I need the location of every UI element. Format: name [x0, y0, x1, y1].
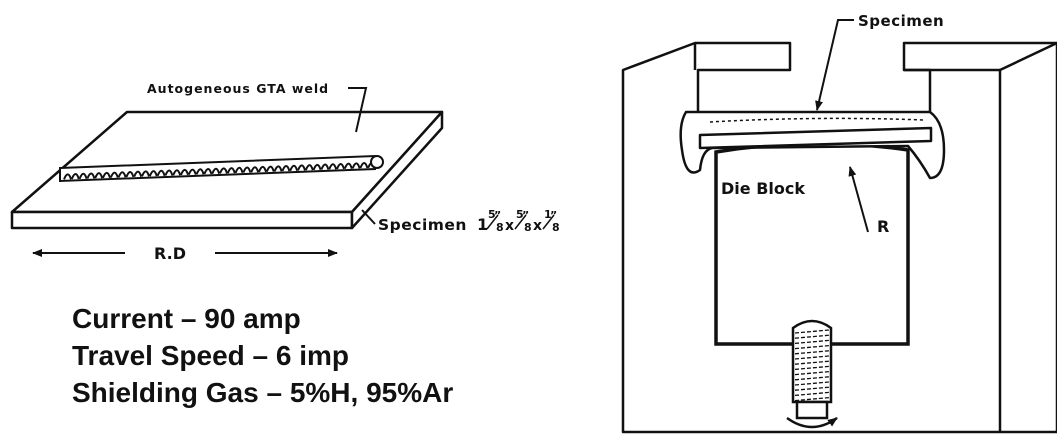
welding-parameters: Current – 90 amp Travel Speed – 6 imp Sh… — [72, 300, 453, 411]
dimension-2-fraction-bar — [514, 214, 527, 230]
weld-bead — [59, 154, 384, 183]
weld-ripple — [343, 162, 353, 170]
weld-ripple — [148, 170, 158, 177]
weld-ripple — [70, 173, 80, 180]
weld-ripple — [78, 172, 88, 180]
weld-ripple — [156, 169, 166, 177]
weld-ripple — [289, 164, 299, 172]
weld-specimen-diagram: Autogeneous GTA weld Specimen 1 5 ” 8 x … — [10, 81, 560, 263]
weld-ripple — [336, 162, 345, 170]
weld-ripple — [102, 171, 111, 179]
weld-ripple — [234, 166, 244, 174]
weld-ripple — [141, 170, 150, 177]
weld-ripple — [164, 169, 174, 176]
weld-ripple — [195, 168, 205, 175]
bent-specimen — [679, 110, 946, 180]
weld-ripple — [312, 163, 322, 171]
weld-ripple — [281, 165, 291, 172]
weld-ripple — [125, 170, 135, 178]
weld-ripple — [258, 165, 267, 173]
weld-ripple — [219, 167, 228, 174]
weld-ripple — [86, 172, 96, 179]
die-block — [714, 141, 910, 346]
dimension-whole: 1 — [477, 215, 488, 234]
weld-label: Autogeneous GTA weld — [147, 81, 329, 96]
weld-ripple — [211, 167, 221, 175]
dimension-separator-1: x — [505, 218, 514, 234]
specimen-leader-arrow — [815, 19, 854, 111]
travel-speed-parameter: Travel Speed – 6 imp — [72, 340, 350, 371]
dimension-3-numerator: 1 — [544, 208, 552, 221]
weld-ripple — [172, 169, 182, 176]
dimension-2-numerator: 5 — [516, 208, 524, 221]
weld-ripple — [109, 171, 119, 178]
shielding-gas-parameter: Shielding Gas – 5%H, 95%Ar — [72, 377, 454, 408]
dimension-3-fraction-bar — [542, 214, 555, 230]
weld-ripple — [297, 164, 306, 171]
weld-ripple — [359, 162, 369, 169]
weld-ripple — [180, 168, 189, 176]
dimension-1-numerator: 5 — [488, 208, 496, 221]
rolling-direction-label: R.D — [154, 244, 186, 263]
die-block-label: Die Block — [721, 179, 805, 198]
fixture-specimen-label: Specimen — [858, 12, 944, 30]
weld-ripple — [226, 167, 236, 174]
radius-arrow — [848, 166, 869, 233]
weld-ripple — [273, 165, 283, 172]
specimen-dimension-label: Specimen 1 5 ” 8 x 5 ” 8 x 1 ” 8 — [378, 208, 560, 234]
specimen-label: Specimen — [378, 216, 467, 234]
weld-ripple — [187, 168, 197, 175]
dimension-3-denominator: 8 — [552, 221, 560, 234]
specimen-leader-line — [361, 209, 376, 225]
weld-ripple — [203, 167, 213, 175]
weld-ripple — [250, 166, 260, 173]
weld-ripple — [265, 165, 275, 173]
weld-ripple — [351, 162, 361, 169]
dimension-separator-2: x — [533, 218, 542, 234]
weld-ripple — [117, 171, 127, 178]
dimension-1-denominator: 8 — [496, 221, 504, 234]
weld-ripple — [94, 172, 104, 179]
loading-screw — [786, 319, 838, 429]
current-parameter: Current – 90 amp — [72, 303, 301, 334]
weld-ripple — [304, 164, 314, 171]
radius-label: R — [877, 217, 889, 236]
weld-ripple — [320, 163, 330, 170]
weld-ripple — [133, 170, 143, 178]
fixture-leaders — [815, 19, 869, 233]
weld-ripple — [63, 173, 72, 180]
weld-ripple — [242, 166, 252, 173]
bend-fixture-diagram: Specimen Die Block R — [621, 12, 1057, 434]
weld-ripple — [328, 163, 338, 170]
weld-leader-line — [348, 87, 368, 133]
dimension-2-denominator: 8 — [524, 221, 532, 234]
rotation-arrow — [786, 416, 838, 429]
dimension-1-fraction-bar — [486, 214, 499, 230]
